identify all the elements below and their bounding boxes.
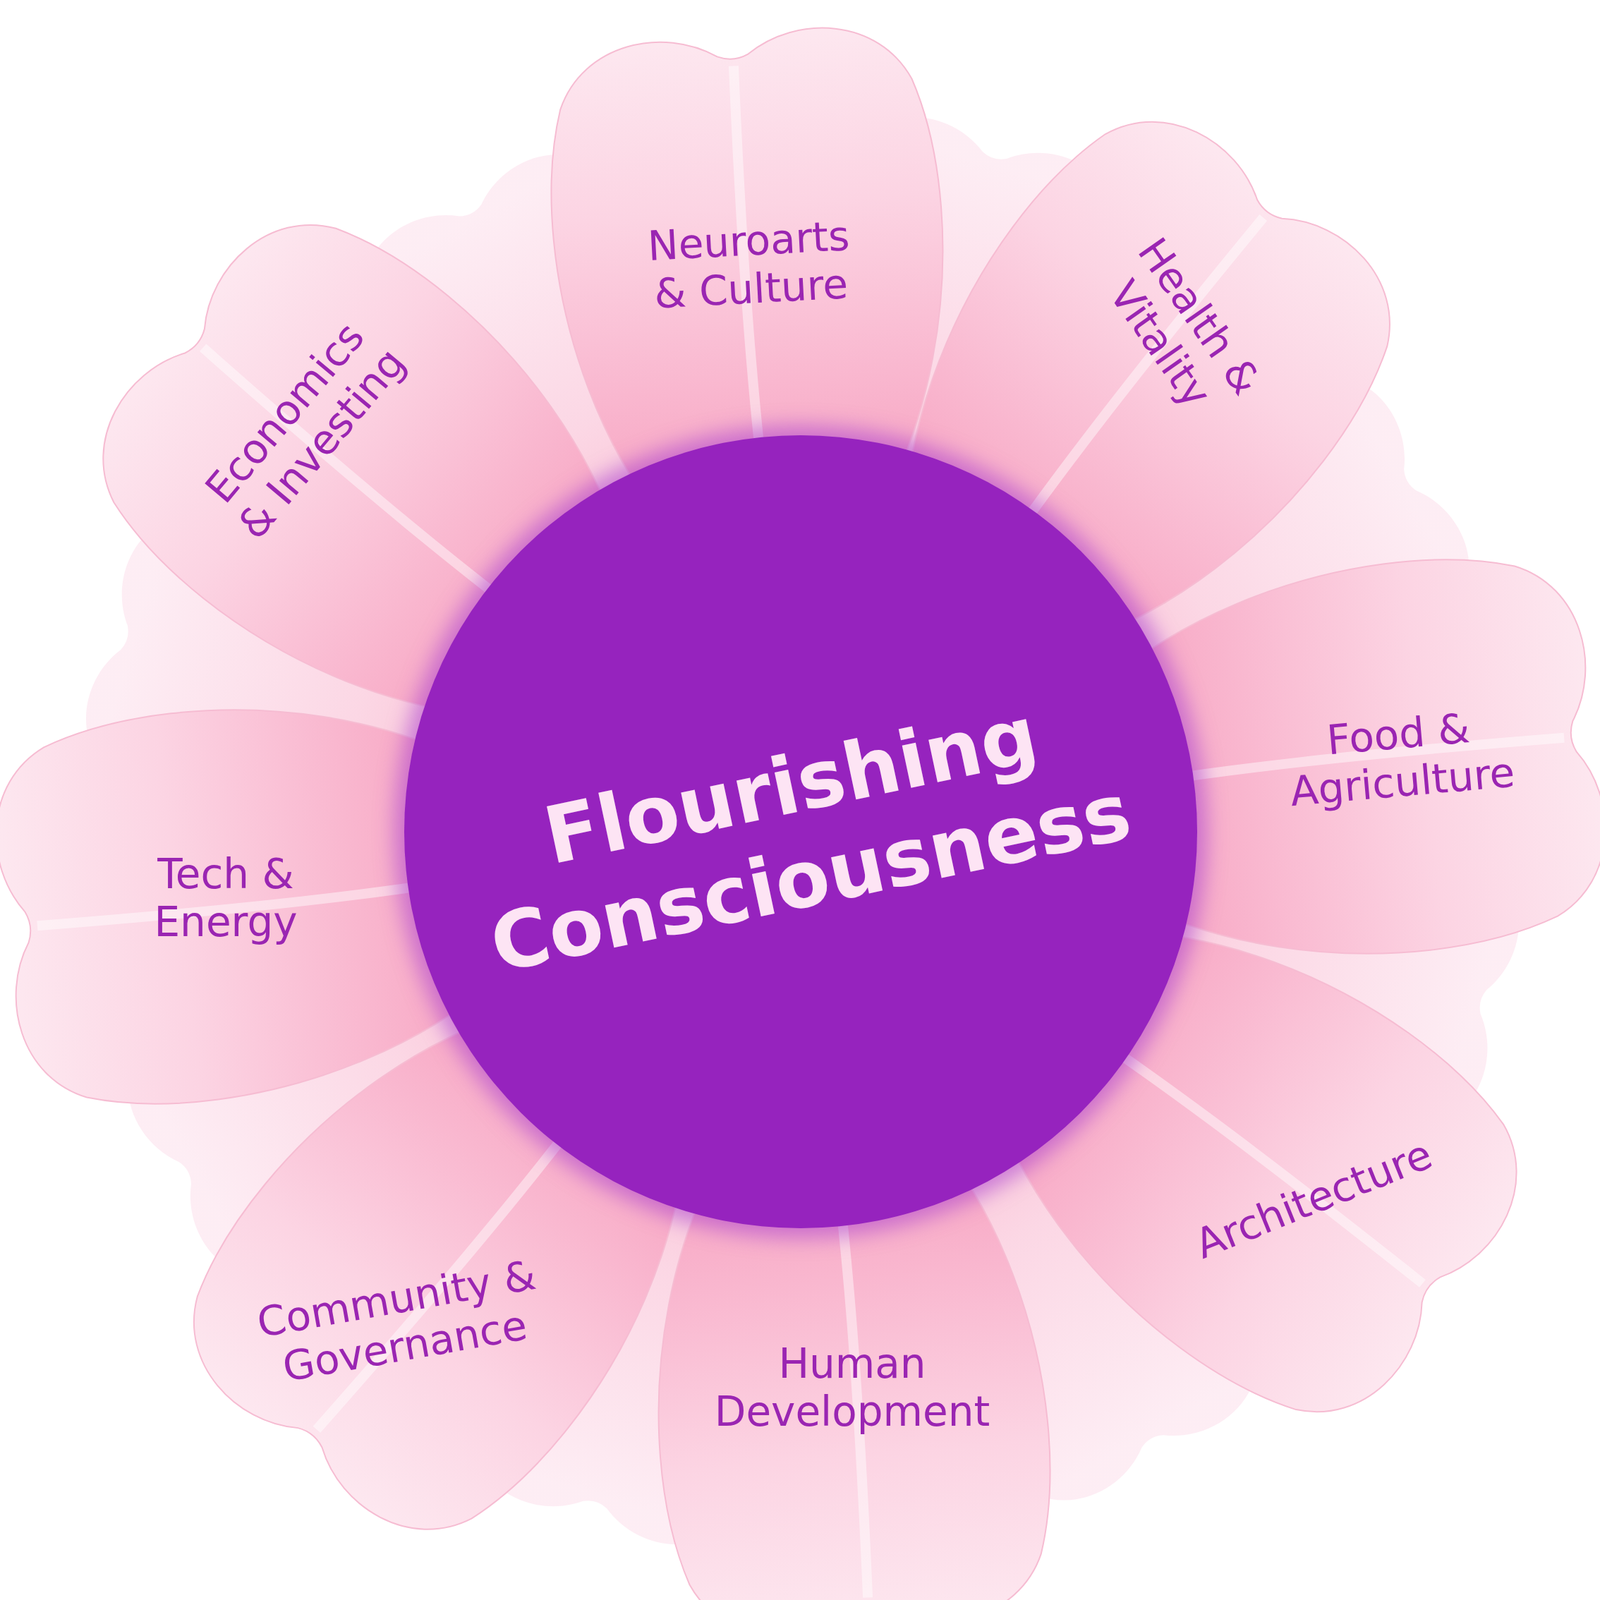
petal-label: Food & Agriculture: [1281, 700, 1519, 817]
petal-label: Neuroarts & Culture: [644, 211, 856, 319]
petal-label: Tech & Energy: [151, 850, 300, 947]
petal-label: Human Development: [711, 1339, 992, 1437]
center-circle: Flourishing Consciousness: [404, 435, 1198, 1229]
center-title: Flourishing Consciousness: [435, 665, 1166, 999]
